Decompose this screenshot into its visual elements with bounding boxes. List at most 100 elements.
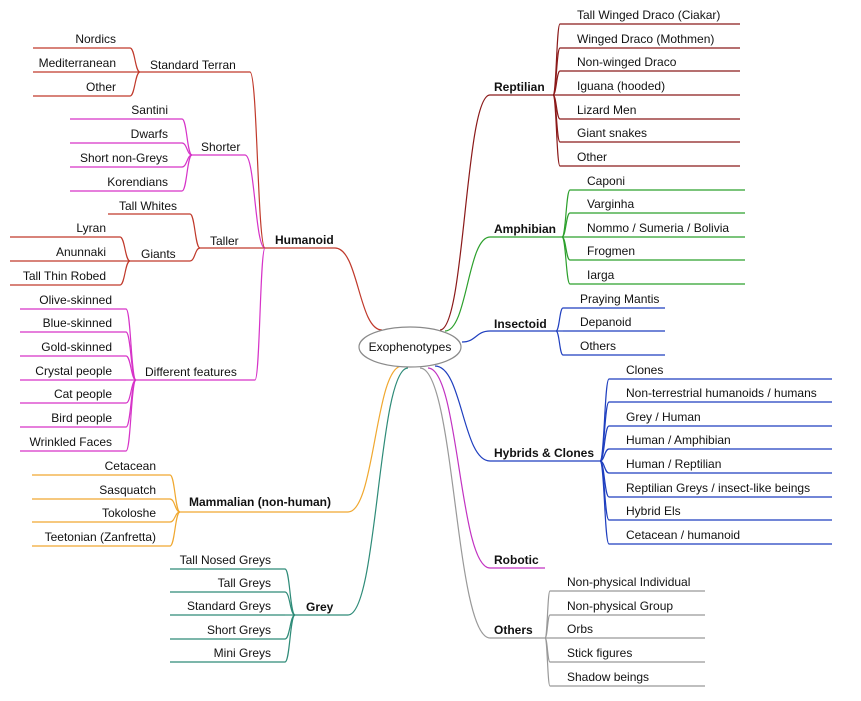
different-features-leaf-olive-skinned: Olive-skinned	[39, 293, 112, 307]
center-node	[358, 326, 462, 368]
amphibian-leaf-nommo-sumeria-bolivia: Nommo / Sumeria / Bolivia	[587, 221, 729, 235]
insectoid-leaf-others: Others	[580, 339, 616, 353]
others-leaf-non-physical-individual: Non-physical Individual	[567, 575, 690, 589]
hybrids-leaf-reptilian-greys-insect-like-beings: Reptilian Greys / insect-like beings	[626, 481, 810, 495]
mammalian-connector-teetonian-zanfretta	[169, 511, 181, 547]
mammalian-main-branch	[347, 365, 403, 513]
different-features-connector-gold-skinned	[125, 355, 137, 381]
insectoid-branch-label: Insectoid	[494, 317, 547, 331]
shorter-leaf-santini: Santini	[131, 103, 168, 117]
amphibian-leaf-iarga: Iarga	[587, 268, 615, 282]
reptilian-leaf-tall-winged-draco-ciakar: Tall Winged Draco (Ciakar)	[577, 8, 720, 22]
grey-connector-tall-nosed-greys	[284, 568, 296, 616]
shorter-leaf-korendians: Korendians	[107, 175, 168, 189]
giants-leaf-lyran: Lyran	[76, 221, 106, 235]
grey-connector-mini-greys	[284, 614, 296, 663]
grey-main-branch	[347, 367, 409, 616]
reptilian-leaf-giant-snakes: Giant snakes	[577, 126, 647, 140]
hybrids-leaf-cetacean-humanoid: Cetacean / humanoid	[626, 528, 740, 542]
reptilian-main-branch	[439, 94, 491, 331]
others-main-branch	[419, 367, 491, 639]
reptilian-leaf-non-winged-draco: Non-winged Draco	[577, 55, 677, 69]
amphibian-main-branch	[444, 236, 491, 332]
grey-leaf-mini-greys: Mini Greys	[214, 646, 271, 660]
reptilian-branch-label: Reptilian	[494, 80, 545, 94]
others-leaf-stick-figures: Stick figures	[567, 646, 632, 660]
hybrids-connector-cetacean-humanoid	[599, 460, 610, 545]
shorter-label: Shorter	[201, 140, 240, 154]
grey-leaf-short-greys: Short Greys	[207, 623, 271, 637]
grey-leaf-tall-nosed-greys: Tall Nosed Greys	[180, 553, 271, 567]
giants-connector-tall-thin-robed	[119, 260, 131, 286]
hybrids-connector-clones	[599, 378, 610, 462]
hybrids-branch-label: Hybrids & Clones	[494, 446, 594, 460]
giants-leaf-anunnaki: Anunnaki	[56, 245, 106, 259]
hybrids-leaf-clones: Clones	[626, 363, 663, 377]
amphibian-leaf-varginha: Varginha	[587, 197, 634, 211]
standard-terran-leaf-nordics: Nordics	[75, 32, 116, 46]
shorter-branch	[244, 154, 266, 249]
amphibian-branch-label: Amphibian	[494, 222, 556, 236]
giants-leaf-tall-thin-robed: Tall Thin Robed	[23, 269, 106, 283]
humanoid-branch-label: Humanoid	[275, 233, 334, 247]
hybrids-leaf-hybrid-els: Hybrid Els	[626, 504, 681, 518]
giants-label: Giants	[141, 247, 176, 261]
reptilian-leaf-other: Other	[577, 150, 607, 164]
insectoid-main-branch	[461, 330, 491, 343]
grey-branch-label: Grey	[306, 600, 334, 614]
tall-whites-connector	[189, 213, 201, 249]
others-branch-label: Others	[494, 623, 533, 637]
shorter-connector-santini	[181, 118, 193, 156]
standard-terran-connector-other	[129, 71, 141, 97]
others-leaf-shadow-beings: Shadow beings	[567, 670, 649, 684]
different-features-leaf-blue-skinned: Blue-skinned	[43, 316, 112, 330]
different-features-leaf-cat-people: Cat people	[54, 387, 112, 401]
hybrids-leaf-grey-human: Grey / Human	[626, 410, 701, 424]
hybrids-leaf-human-amphibian: Human / Amphibian	[626, 433, 731, 447]
shorter-connector-korendians	[181, 154, 193, 192]
mammalian-branch-label: Mammalian (non-human)	[189, 495, 331, 509]
hybrids-leaf-human-reptilian: Human / Reptilian	[626, 457, 721, 471]
giants-connector-lyran	[119, 236, 131, 262]
standard-terran-label: Standard Terran	[150, 58, 236, 72]
robotic-branch-label: Robotic	[494, 553, 539, 567]
amphibian-leaf-frogmen: Frogmen	[587, 244, 635, 258]
others-leaf-orbs: Orbs	[567, 622, 593, 636]
different-features-label: Different features	[145, 365, 237, 379]
mammalian-leaf-sasquatch: Sasquatch	[99, 483, 156, 497]
reptilian-connector-non-winged-draco	[552, 70, 561, 96]
standard-terran-leaf-mediterranean: Mediterranean	[39, 56, 116, 70]
taller-label: Taller	[210, 234, 239, 248]
different-features-leaf-crystal-people: Crystal people	[35, 364, 112, 378]
reptilian-connector-other	[552, 94, 561, 167]
reptilian-leaf-iguana-hooded: Iguana (hooded)	[577, 79, 665, 93]
amphibian-connector-iarga	[561, 236, 571, 285]
insectoid-connector-others	[555, 330, 564, 356]
different-features-leaf-wrinkled-faces: Wrinkled Faces	[30, 435, 112, 449]
different-features-branch	[254, 247, 266, 381]
others-connector-non-physical-group	[544, 614, 551, 639]
shorter-leaf-short-non-greys: Short non-Greys	[80, 151, 168, 165]
tall-whites-leaf: Tall Whites	[119, 199, 177, 213]
insectoid-leaf-depanoid: Depanoid	[580, 315, 631, 329]
standard-terran-branch	[249, 71, 266, 249]
grey-connector-tall-greys	[284, 591, 296, 616]
mammalian-connector-cetacean	[169, 474, 181, 513]
insectoid-connector-praying-mantis	[555, 307, 564, 332]
mammalian-leaf-tokoloshe: Tokoloshe	[102, 506, 156, 520]
hybrids-leaf-non-terrestrial-humanoids-humans: Non-terrestrial humanoids / humans	[626, 386, 817, 400]
standard-terran-leaf-other: Other	[86, 80, 116, 94]
reptilian-leaf-winged-draco-mothmen: Winged Draco (Mothmen)	[577, 32, 714, 46]
hybrids-connector-grey-human	[599, 425, 610, 462]
reptilian-leaf-lizard-men: Lizard Men	[577, 103, 636, 117]
insectoid-leaf-praying-mantis: Praying Mantis	[580, 292, 659, 306]
different-features-connector-wrinkled-faces	[125, 379, 137, 452]
mammalian-leaf-teetonian-zanfretta: Teetonian (Zanfretta)	[45, 530, 156, 544]
hybrids-main-branch	[434, 365, 491, 462]
humanoid-main-branch	[334, 247, 383, 331]
giants-connector	[189, 247, 201, 262]
amphibian-leaf-caponi: Caponi	[587, 174, 625, 188]
grey-leaf-standard-greys: Standard Greys	[187, 599, 271, 613]
grey-leaf-tall-greys: Tall Greys	[218, 576, 271, 590]
